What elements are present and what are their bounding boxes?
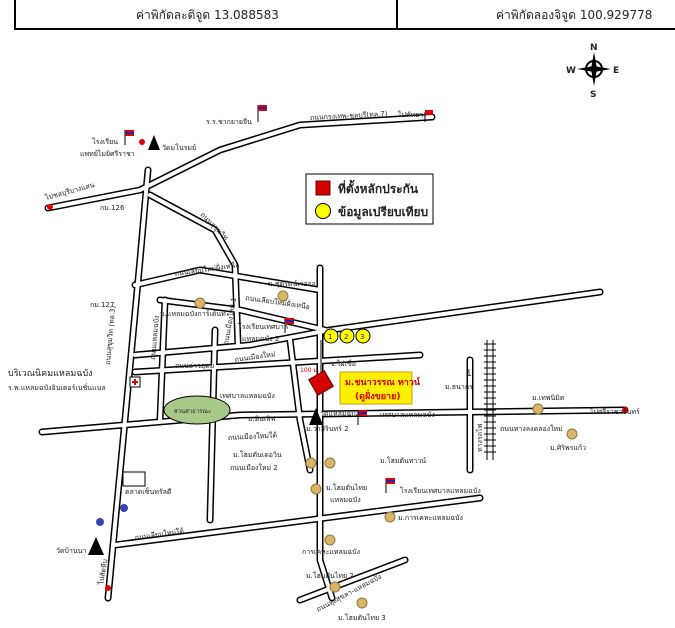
label-area-nikhom: บริเวณนิคมแหลมฉบัง (8, 368, 93, 379)
gas-station-icon (96, 518, 104, 526)
flag-icon (284, 318, 294, 333)
endpoint-marker-icon (139, 139, 145, 145)
compass-south: S (590, 90, 596, 100)
flag-icon (385, 478, 395, 493)
label-vill-thanakorn: ม.ธนากร (445, 383, 473, 391)
endpoint-marker-icon (622, 407, 628, 413)
label-vill-theppanimit: ม.เทพนิมิต (532, 394, 565, 402)
label-vill-home1: ม.โฮมตันเดอวิน (233, 450, 282, 459)
label-km127: กม.127 (90, 301, 114, 309)
collateral-marker (308, 370, 334, 396)
comparison-point-1: 1 (328, 333, 332, 341)
coordinates-header: ค่าพิกัดละติจูด 13.088583 ค่าพิกัดลองจิจ… (14, 0, 675, 30)
label-vill-chutirat: ม.ชุติรัตน์เวอรอ (268, 280, 316, 288)
house-icon (329, 581, 341, 593)
label-vill-hometown: ม.โฮมตันทาวน์ (380, 456, 426, 465)
house-icon (324, 534, 336, 546)
label-road-ao: ถนนอ่าวอุดม (175, 362, 214, 370)
gas-station-icon (120, 504, 128, 512)
flag-icon (357, 410, 367, 425)
label-vill-home2: ม.โฮมตันไทย (326, 483, 367, 492)
label-police-top: แพทย์ไมยิศรีราชา (80, 149, 135, 158)
house-icon (194, 297, 206, 309)
label-vill-inlove: ม.อินเลิฟ (248, 415, 276, 423)
comparison-point-3: 3 (360, 333, 364, 341)
label-police-laem: เทศบาลแหลมฉบัง (380, 411, 435, 419)
label-vill-laem: ม.แหลมฉบังการ์เด้นท์ (160, 310, 226, 318)
comparison-points: 1 2 3 (320, 328, 371, 384)
label-vill-sirin: ม.วาสิรินทร์ 2 (306, 425, 349, 433)
label-park: สวนสาธารณะ (174, 408, 211, 415)
label-railway: ทางรถไฟ (475, 424, 484, 452)
label-road-new-south: ถนนเมืองใหม่ใต้ (228, 430, 278, 442)
label-num1: 1 (466, 369, 472, 379)
project-name: ม.ชนาวรรณ ทาวน์ (345, 376, 421, 388)
market-icon (122, 471, 146, 487)
landmark-icons (47, 105, 628, 609)
label-road-laem: ถนนแหลมฉบัง (149, 315, 161, 360)
hospital-cross-icon (132, 379, 138, 385)
label-temple-top: วัดมโนรมย์ (162, 143, 196, 152)
roads (38, 113, 629, 604)
compass-north: N (590, 43, 598, 53)
compass-west: W (566, 66, 576, 76)
comparison-swatch (315, 203, 331, 219)
label-vill-home2b: แหลมฉบัง (330, 496, 361, 504)
label-school-laem2b: แหลมฉบัง 2 (242, 335, 279, 343)
label-road-moei2: ถนนเมืองใหม่ 2 (230, 463, 278, 472)
flag-icon (124, 130, 134, 145)
temple-icon (148, 135, 160, 150)
park-icon (163, 395, 231, 425)
legend-comparison: ข้อมูลเปรียบเทียบ (338, 205, 428, 220)
label-soi-paisue: ซ.ไผ่เขื่อ (330, 359, 356, 368)
house-icon (277, 290, 289, 302)
legend-collateral: ที่ตั้งหลักประกัน (338, 179, 419, 196)
house-icon (305, 457, 317, 469)
project-sub: (ดูฝั่งขยาย) (355, 389, 401, 402)
label-housing: การเคหะแหลมฉบัง (302, 548, 360, 556)
flag-icon (424, 110, 433, 122)
label-temple-laem: วัดแหลมฉบัง (320, 410, 359, 418)
temple-icon (88, 537, 104, 555)
longitude-label: ค่าพิกัดลองจิจูด 100.929778 (496, 8, 653, 22)
header-divider (396, 0, 398, 30)
label-hospital-top: โรงเรียน (92, 137, 118, 146)
village-icons (194, 290, 578, 609)
railway (484, 340, 496, 460)
house-icon (566, 428, 578, 440)
comparison-point-2: 2 (344, 333, 348, 341)
label-km126: กม.126 (100, 204, 125, 212)
house-icon (384, 511, 396, 523)
house-icon (324, 457, 336, 469)
house-icon (532, 403, 544, 415)
label-municipal: เทศบาลแหลมฉบัง (220, 392, 275, 400)
map-legend: ที่ตั้งหลักประกัน ข้อมูลเปรียบเทียบ (305, 173, 434, 225)
label-school-top: ร.ร.ชากยายจีน (206, 118, 252, 126)
label-market: ตลาดเซ็นทรัลดี (125, 487, 171, 496)
house-icon (310, 483, 322, 495)
label-school-muni: โรงเรียนเทศบาลแหลมฉบัง (400, 486, 481, 495)
label-vill-home3: ม.โฮมตันไทย 2 (306, 571, 354, 580)
label-school-laem2: โรงเรียนเทศบาล (238, 322, 288, 331)
label-to-pattaya: ไปพัทยา (397, 110, 423, 119)
house-icon (356, 597, 368, 609)
endpoint-marker-icon (47, 204, 53, 210)
label-sukhumvit: ถนนสุขุมวิท (ทล.3) (104, 305, 117, 365)
flag-icon (257, 105, 267, 122)
distance-label: 100 ม. (300, 367, 319, 374)
endpoint-marker-icon (105, 585, 111, 591)
collateral-swatch (315, 180, 331, 196)
label-vill-siriphan: ม.ศิริพรแก้ว (550, 444, 586, 452)
collateral-location: 100 ม. ม.ชนาวรรณ ทาวน์ (ดูฝั่งขยาย) (300, 367, 421, 405)
label-road-east: ถนนทางลงคลองใหม่ (500, 424, 563, 433)
compass-icon: N S E W (566, 43, 619, 100)
latitude-label: ค่าพิกัดละติจูด 13.088583 (136, 8, 279, 22)
label-temple-bannar: วัดบ้านนา (56, 547, 86, 555)
label-vill-karn: ม.การเคหะแหลมฉบัง (398, 514, 463, 522)
label-vill-home4: ม.โฮมตันไทย 3 (338, 613, 386, 622)
label-hosp-laem: ร.พ.แหลมฉบังอินเตอร์เนชั่นแนล (8, 383, 106, 392)
label-to-sriracha: ไปศรีราชาจันทร์ (589, 407, 640, 416)
temple-icon (309, 408, 323, 425)
compass-east: E (613, 66, 619, 76)
